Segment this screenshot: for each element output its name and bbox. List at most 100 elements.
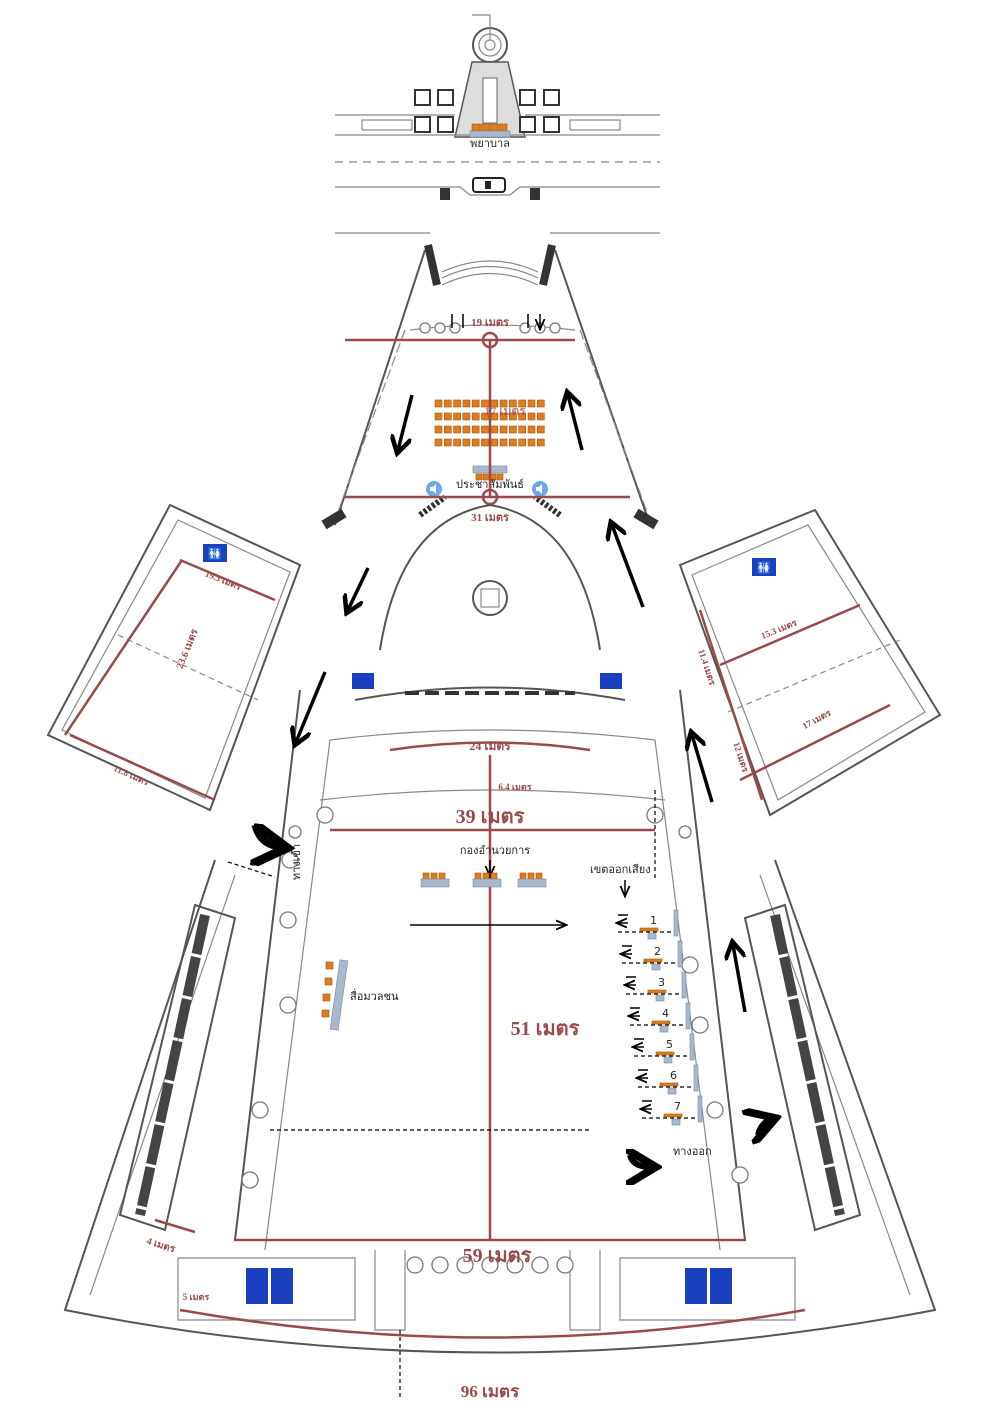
seat <box>536 425 545 434</box>
dim-17m: 17 เมตร <box>484 404 526 418</box>
seat <box>434 438 443 447</box>
seat <box>499 438 508 447</box>
seat <box>481 425 489 434</box>
seat <box>527 399 536 408</box>
dim-19-3m: 19.3 เมตร <box>204 569 243 592</box>
seat <box>481 438 489 447</box>
speaker-icon <box>532 481 548 497</box>
booth-table <box>651 1020 671 1025</box>
top-plaza: พยาบาล <box>335 14 660 286</box>
stage-area <box>319 503 666 1240</box>
booth-number: 4 <box>662 1007 669 1020</box>
seat <box>481 412 489 421</box>
booth-table <box>639 927 659 932</box>
restroom-icon: 🚻 <box>752 558 776 576</box>
booth-flow-arrow <box>642 1101 652 1109</box>
seat <box>490 872 498 880</box>
entrance-label: ทางเข้า <box>290 844 303 880</box>
seat <box>481 399 489 408</box>
dim-11-8m: 11.8 เมตร <box>112 763 150 787</box>
upper-dim-lines <box>345 338 630 499</box>
booth-seat <box>659 1025 669 1033</box>
operations-label: กองอำนวยการ <box>460 844 530 857</box>
booth-number: 1 <box>650 914 657 927</box>
dim-31m: 31 เมตร <box>471 512 509 524</box>
seat <box>443 425 452 434</box>
booth-screen <box>693 1064 699 1092</box>
dim-51m: 51 เมตร <box>511 1018 580 1040</box>
booth-number: 3 <box>658 976 665 989</box>
speaker-icon <box>426 481 442 497</box>
booth-flow-arrow <box>638 1070 648 1078</box>
dim-15-3m: 15.3 เมตร <box>760 617 799 640</box>
booth-flow-arrow <box>622 946 632 954</box>
nurse-seats <box>469 123 511 138</box>
seat <box>434 399 443 408</box>
seat <box>471 399 480 408</box>
booth-table <box>643 958 663 963</box>
seat <box>509 438 517 447</box>
booth-number: 6 <box>670 1069 677 1082</box>
media-area <box>321 959 349 1031</box>
seat <box>443 399 452 408</box>
exit-label: ทางออก <box>673 1145 712 1158</box>
seat <box>527 425 536 434</box>
booth-screen <box>673 909 679 937</box>
svg-text:🚻: 🚻 <box>757 561 772 575</box>
seat <box>527 872 535 880</box>
booth-number: 5 <box>666 1038 673 1051</box>
booth-seat <box>671 1118 681 1126</box>
seat <box>430 872 438 880</box>
nurse-label: พยาบาล <box>470 137 510 150</box>
dim-59m: 59 เมตร <box>463 1245 532 1267</box>
booth-table <box>647 989 667 994</box>
booth-flow-arrow <box>618 915 628 923</box>
media-label: สื่อมวลชน <box>350 988 399 1003</box>
seat <box>509 399 517 408</box>
booth-screen <box>677 940 683 968</box>
operations-desks <box>420 872 547 888</box>
booth-seat <box>655 994 665 1002</box>
booth-screen <box>681 971 687 999</box>
left-wing <box>46 503 302 812</box>
dim-96m: 96 เมตร <box>461 1382 520 1401</box>
flow-arrows <box>296 395 747 1013</box>
upper-hall <box>321 249 659 530</box>
seat <box>536 412 545 421</box>
seat <box>518 438 527 447</box>
seat <box>422 872 430 880</box>
seat <box>536 438 545 447</box>
operations-desk <box>420 878 450 888</box>
seat <box>519 872 527 880</box>
seat <box>490 438 499 447</box>
seat <box>443 438 452 447</box>
dim-4m: 4 เมตร <box>145 1236 177 1256</box>
booth-table <box>659 1082 679 1087</box>
booth-number: 2 <box>654 945 661 958</box>
dim-24m: 24 เมตร <box>469 739 511 753</box>
seat <box>453 412 461 421</box>
seat <box>453 425 461 434</box>
seat <box>536 399 545 408</box>
dim-23-6m: 23.6 เมตร <box>175 627 201 671</box>
seat <box>434 412 443 421</box>
seat <box>518 412 527 421</box>
seat <box>499 425 508 434</box>
booth-screen <box>685 1002 691 1030</box>
voting-zone-label: เขตออกเสียง <box>590 863 651 876</box>
seat <box>434 425 443 434</box>
seat <box>518 399 527 408</box>
seat <box>509 425 517 434</box>
seat <box>471 438 480 447</box>
seat <box>499 399 508 408</box>
operations-desk <box>517 878 547 888</box>
seat <box>527 412 536 421</box>
seat <box>471 425 480 434</box>
seat <box>443 412 452 421</box>
booth-seat <box>667 1087 677 1095</box>
seat <box>462 399 471 408</box>
booth-flow-arrow <box>626 977 636 985</box>
dim-5m: 5 เมตร <box>183 1292 210 1302</box>
